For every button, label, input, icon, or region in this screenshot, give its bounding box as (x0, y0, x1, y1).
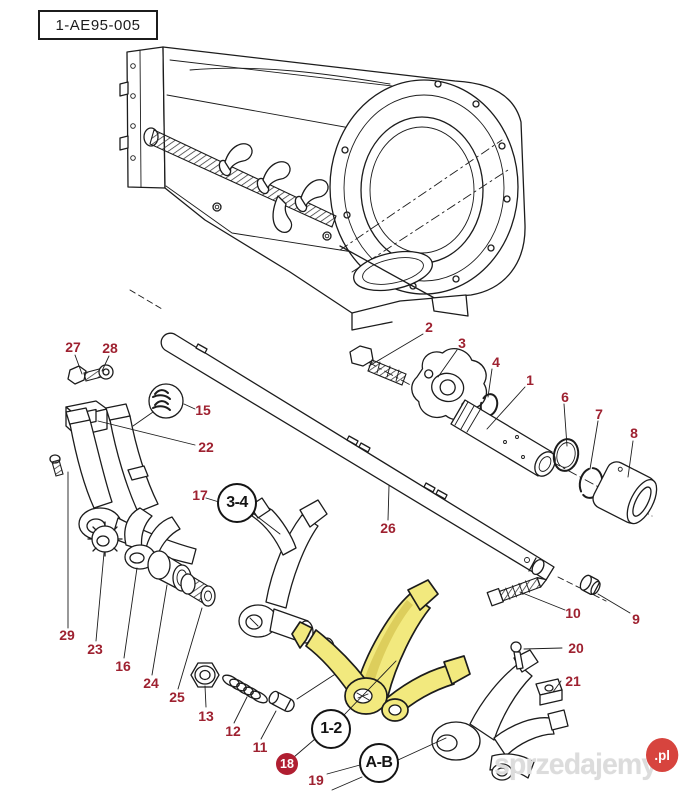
plug-9 (579, 574, 601, 596)
clip-21 (535, 678, 563, 706)
detent-housing-1 (450, 399, 556, 477)
washer-28 (98, 364, 114, 380)
bushing-8 (592, 461, 658, 525)
sleeve-25 (180, 573, 216, 607)
watermark-text: sprzedajemy (494, 748, 657, 781)
o-ring-6 (552, 438, 580, 472)
bolt-10 (486, 576, 548, 607)
fork-assembly-left (49, 403, 197, 565)
internal-shift-rail (143, 127, 337, 233)
bolt-29 (49, 454, 64, 477)
diagram-code-label: 1-AE95-005 (38, 10, 158, 40)
detent-pin-11 (268, 690, 295, 713)
gearbox-housing-drawing (119, 46, 526, 331)
pin-20 (510, 641, 524, 670)
clamp-23 (87, 521, 123, 557)
bolt-2 (349, 345, 407, 386)
shaft-end-cap (531, 558, 545, 576)
fork-a-b (431, 649, 569, 781)
watermark: sprzedajemy .pl (494, 738, 679, 782)
spring-12 (222, 674, 268, 704)
detail-circle-15 (148, 383, 184, 419)
selector-shaft-26 (129, 289, 653, 602)
leader-lines (67, 333, 634, 791)
fork-1-2-highlighted (291, 579, 471, 722)
watermark-pl-badge: .pl (646, 738, 679, 772)
watermark-pl-label: .pl (654, 747, 670, 763)
plug-13 (190, 662, 220, 688)
